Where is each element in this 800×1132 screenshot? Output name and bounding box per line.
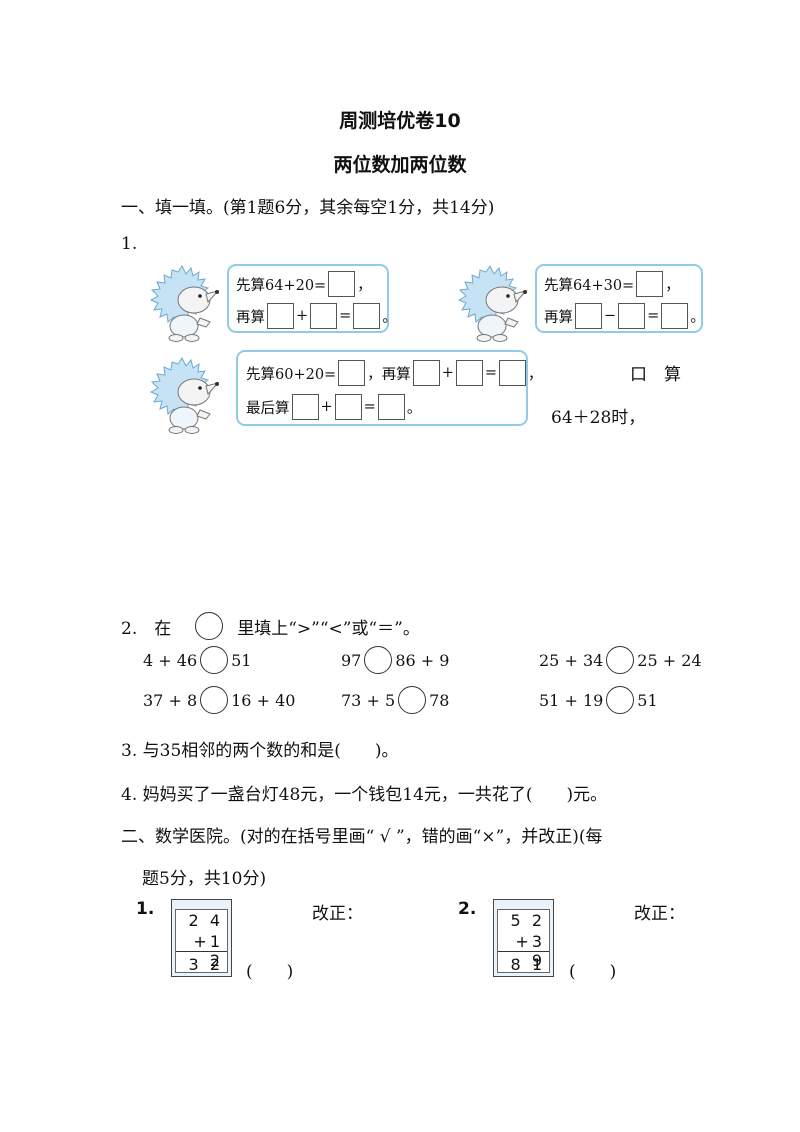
plus-sign: +: [441, 365, 454, 381]
compare-item: 97 86 + 9: [341, 646, 449, 674]
vertical-addition-card: 5 2 +3 9 8 1: [493, 899, 554, 977]
compare-right: 78: [429, 690, 450, 710]
answer-box[interactable]: [636, 271, 664, 297]
bubble2-step2-text: 再算: [544, 309, 573, 326]
minus-sign: −: [604, 308, 617, 324]
compare-circle[interactable]: [398, 686, 427, 714]
answer-box[interactable]: [310, 303, 338, 329]
equals-sign: =: [484, 365, 498, 381]
hint-bubble-2: 先算64+30= ， 再算 − = 。: [535, 264, 705, 333]
problem-number: 1.: [136, 899, 155, 919]
compare-left: 25 + 34: [539, 650, 604, 670]
hedgehog-illustration: [148, 264, 222, 342]
punct: 。: [690, 309, 705, 326]
q2-instruction: 2. 在 里填上“>”“<”或“＝”。: [121, 612, 420, 640]
answer-box[interactable]: [499, 360, 527, 386]
compare-right: 51: [231, 650, 252, 670]
compare-left: 97: [341, 650, 362, 670]
hedgehog-illustration: [148, 356, 222, 434]
plus-sign: +: [296, 308, 309, 324]
punct: 。: [406, 400, 422, 417]
punct: ，: [665, 277, 680, 294]
punct: ，: [357, 277, 372, 294]
mental-math-expression: 64＋28时，: [551, 408, 646, 428]
compare-left: 51 + 19: [539, 690, 604, 710]
equals-sign: =: [647, 308, 660, 324]
judgement-parens[interactable]: ( ): [569, 962, 617, 982]
equals-sign: =: [339, 308, 352, 324]
correction-label: 改正：: [312, 904, 363, 924]
hint-bubble-1: 先算64+20= ， 再算 + = 。: [227, 264, 397, 333]
addend-top: 5 2: [510, 911, 545, 930]
part1-heading: 一、填一填。(第1题6分，其余每空1分，共14分): [121, 198, 495, 218]
answer-box[interactable]: [328, 271, 356, 297]
compare-circle[interactable]: [606, 646, 635, 674]
bubble1-step1-text: 先算64+20=: [236, 277, 327, 294]
compare-left: 4 + 46: [143, 650, 198, 670]
answer-box[interactable]: [412, 360, 440, 386]
compare-circle[interactable]: [364, 646, 393, 674]
part2-heading: 二、数学医院。(对的在括号里画“ √ ”，错的画“×”，并改正)(每: [121, 827, 603, 847]
answer-box[interactable]: [338, 360, 366, 386]
punct: 。: [382, 309, 397, 326]
compare-left: 37 + 8: [143, 690, 198, 710]
addend-top: 2 4: [188, 911, 223, 930]
answer-box[interactable]: [291, 394, 319, 420]
answer-box[interactable]: [377, 394, 405, 420]
compare-item: 51 + 19 51: [539, 686, 658, 714]
problem-number: 2.: [458, 899, 477, 919]
compare-item: 4 + 46 51: [143, 646, 251, 674]
compare-circle[interactable]: [200, 646, 229, 674]
hedgehog-illustration: [456, 264, 530, 342]
page-title: 周测培优卷10: [339, 110, 461, 132]
page-subtitle: 两位数加两位数: [333, 154, 467, 176]
compare-item: 73 + 5 78: [341, 686, 449, 714]
bubble2-step1-text: 先算64+30=: [544, 277, 635, 294]
answer-box[interactable]: [334, 394, 362, 420]
q3-text: 3. 与35相邻的两个数的和是( )。: [121, 741, 399, 761]
q2-prefix: 2. 在: [121, 618, 172, 639]
q1-number: 1.: [121, 234, 138, 254]
compare-right: 51: [637, 690, 658, 710]
answer-box[interactable]: [267, 303, 294, 329]
punct: ，: [528, 366, 543, 383]
bubble1-step2-text: 再算: [236, 309, 265, 326]
judgement-parens[interactable]: ( ): [246, 962, 294, 982]
compare-left: 73 + 5: [341, 690, 396, 710]
compare-right: 86 + 9: [395, 650, 450, 670]
part2-heading-cont: 题5分，共10分): [142, 869, 267, 889]
compare-circle[interactable]: [200, 686, 229, 714]
equals-sign: =: [363, 399, 376, 415]
answer-box[interactable]: [575, 303, 602, 329]
bubble3-step1-text: 先算60+20=: [246, 366, 337, 383]
hint-bubble-3: 先算60+20= ，再算 + = ， 最后算 + = 。: [236, 350, 543, 426]
q2-suffix: 里填上“>”“<”或“＝”。: [237, 618, 420, 639]
answer-box[interactable]: [455, 360, 483, 386]
answer-box[interactable]: [353, 303, 381, 329]
plus-sign: +: [320, 399, 333, 415]
sum-result: 3 2: [188, 955, 223, 974]
vertical-addition-card: 2 4 +1 2 3 2: [171, 899, 232, 977]
addend-bottom: +1 2: [176, 932, 227, 970]
correction-label: 改正：: [634, 904, 685, 924]
bubble3-step2-text: ，再算: [367, 366, 411, 383]
q4-text: 4. 妈妈买了一盏台灯48元，一个钱包14元，一共花了( )元。: [121, 785, 608, 805]
sum-result: 8 1: [510, 955, 545, 974]
mental-math-label: 口 算: [630, 365, 681, 385]
addend-bottom: +3 9: [498, 932, 549, 970]
compare-item: 25 + 34 25 + 24: [539, 646, 702, 674]
answer-box[interactable]: [661, 303, 689, 329]
answer-box[interactable]: [618, 303, 646, 329]
compare-circle[interactable]: [606, 686, 635, 714]
compare-item: 37 + 8 16 + 40: [143, 686, 295, 714]
bubble3-step3-text: 最后算: [246, 400, 290, 417]
compare-right: 25 + 24: [637, 650, 702, 670]
compare-right: 16 + 40: [231, 690, 296, 710]
sample-circle: [195, 612, 224, 640]
